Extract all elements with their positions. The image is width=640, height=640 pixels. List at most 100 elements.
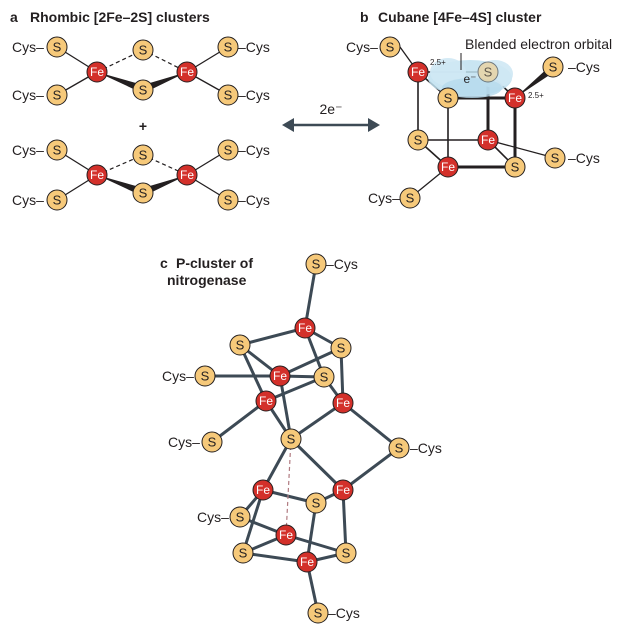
svg-text:S: S [320,370,329,385]
svg-text:S: S [549,60,558,75]
svg-text:S: S [53,143,62,158]
svg-text:S: S [444,91,453,106]
sulfur-atom: S [305,492,327,514]
sulfur-atom: S [407,129,429,151]
svg-text:S: S [224,193,233,208]
svg-text:S: S [224,40,233,55]
sulfur-atom: S [379,36,401,58]
svg-text:Fe: Fe [411,65,425,79]
panel-b: b Cubane [4Fe–4S] cluster [346,9,612,209]
svg-text:Fe: Fe [481,133,495,147]
sulfur-atom: S [305,253,327,275]
cys-label: –Cys [328,605,360,621]
svg-text:S: S [139,43,148,58]
svg-text:S: S [312,257,321,272]
iron-atom: Fe [275,524,297,546]
svg-text:Fe: Fe [441,160,455,174]
svg-text:Fe: Fe [90,168,104,182]
panel-b-letter: b [360,9,369,25]
iron-atom: Fe [407,61,429,83]
panel-b-atoms: S S S S S S S S Fe Fe Fe Fe 2.5+ 2.5+ [379,36,566,209]
panel-c: c P-cluster of nitrogenase [160,253,442,624]
panel-a-atoms: S S S S S S Fe Fe S S S S S S Fe Fe [46,36,239,211]
sulfur-atom: S [388,437,410,459]
sulfur-atom: S [46,139,68,161]
panel-a: a Rhombic [2Fe–2S] clusters + C [10,9,270,211]
svg-text:S: S [53,193,62,208]
cys-label: Cys– [12,142,44,158]
svg-text:S: S [224,88,233,103]
cys-label: –Cys [568,59,600,75]
svg-text:S: S [511,160,520,175]
electron-symbol: e⁻ [463,72,476,86]
iron-atom: Fe [437,156,459,178]
sulfur-atom: S [399,187,421,209]
svg-text:S: S [287,432,296,447]
cys-label: –Cys [238,142,270,158]
sulfur-atom: S [504,156,526,178]
cys-label: Cys– [12,87,44,103]
sulfur-atom: S [217,84,239,106]
iron-atom: Fe [176,61,198,83]
svg-text:S: S [201,369,210,384]
cys-label: –Cys [326,256,358,272]
iron-atom: Fe [504,87,526,109]
sulfur-atom: S [335,542,357,564]
sulfur-atom: S [217,189,239,211]
oxidation-state-label: 2.5+ [430,58,446,67]
sulfur-atom: S [437,87,459,109]
two-electron-arrow: 2e⁻ [282,101,380,132]
iron-atom: Fe [296,551,318,573]
svg-text:S: S [337,341,346,356]
svg-text:S: S [484,65,493,80]
cys-label: Cys– [168,434,200,450]
svg-text:S: S [314,606,323,621]
svg-text:Fe: Fe [298,321,312,335]
svg-text:S: S [312,496,321,511]
cys-label: –Cys [238,39,270,55]
sulfur-atom: S [132,182,154,204]
cys-label: Cys– [346,39,378,55]
iron-atom: Fe [252,479,274,501]
plus-sign: + [139,118,147,134]
svg-text:S: S [551,151,560,166]
svg-text:Fe: Fe [180,168,194,182]
cys-label: Cys– [12,192,44,208]
sulfur-atom: S [307,602,329,624]
iron-atom: Fe [477,129,499,151]
svg-text:S: S [395,441,404,456]
svg-text:Fe: Fe [336,483,350,497]
arrow-label: 2e⁻ [320,101,343,117]
cys-label: Cys– [12,39,44,55]
svg-text:S: S [386,40,395,55]
svg-text:Fe: Fe [256,483,270,497]
svg-text:Fe: Fe [259,394,273,408]
panel-c-title-line2: nitrogenase [167,272,247,288]
svg-text:Fe: Fe [279,528,293,542]
sulfur-atom: S [280,428,302,450]
panel-a-letter: a [10,9,18,25]
svg-text:Fe: Fe [336,396,350,410]
svg-text:S: S [53,88,62,103]
sulfur-atom: S [229,334,251,356]
sulfur-atom: S [232,542,254,564]
iron-atom: Fe [86,164,108,186]
cys-label: –Cys [410,440,442,456]
iron-atom: Fe [86,61,108,83]
svg-text:S: S [236,338,245,353]
svg-text:S: S [224,143,233,158]
sulfur-atom: S [132,39,154,61]
iron-atom: Fe [255,390,277,412]
sulfur-atom: S [217,139,239,161]
svg-text:Fe: Fe [508,91,522,105]
iron-atom: Fe [294,317,316,339]
svg-text:S: S [414,133,423,148]
sulfur-atom: S [217,36,239,58]
panel-a-cys-labels: Cys– Cys– –Cys –Cys Cys– Cys– –Cys –Cys [12,39,270,208]
iron-atom: Fe [332,392,354,414]
sulfur-atom: S [46,84,68,106]
sulfur-atom: S [313,366,335,388]
iron-atom: Fe [176,164,198,186]
svg-text:Fe: Fe [180,65,194,79]
